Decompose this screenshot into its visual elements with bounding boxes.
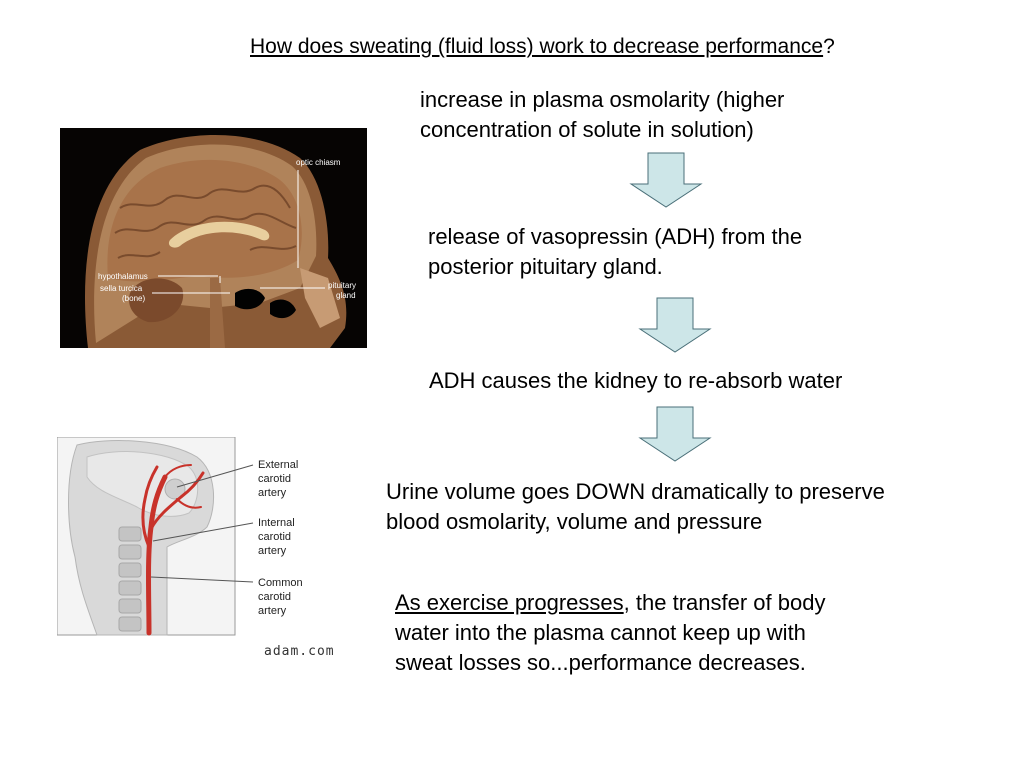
- label-common: Common: [258, 577, 303, 589]
- step-4-line-1: Urine volume goes DOWN dramatically to p…: [386, 479, 885, 504]
- step-1-line-1: increase in plasma osmolarity (higher: [420, 87, 785, 112]
- step-1-line-2: concentration of solute in solution): [420, 117, 754, 142]
- label-external: External: [258, 459, 298, 471]
- carotid-artery-image: External carotid artery Internal carotid…: [57, 437, 335, 659]
- label-sella-turcica: sella turcica: [100, 284, 143, 293]
- step-2-line-1: release of vasopressin (ADH) from the: [428, 224, 803, 249]
- label-external-artery: artery: [258, 487, 287, 499]
- label-hypothalamus: hypothalamus: [98, 272, 148, 281]
- adam-credit: adam.com: [264, 644, 335, 659]
- down-arrow-icon: [638, 406, 712, 462]
- conclusion-line-2: water into the plasma cannot keep up wit…: [395, 620, 806, 645]
- label-bone: (bone): [122, 294, 145, 303]
- step-2-text: release of vasopressin (ADH) from the po…: [428, 222, 802, 282]
- down-arrow-icon: [629, 152, 703, 208]
- label-common-carotid: carotid: [258, 591, 291, 603]
- label-gland: gland: [336, 291, 356, 300]
- label-internal: Internal: [258, 517, 295, 529]
- slide-title: How does sweating (fluid loss) work to d…: [250, 33, 835, 61]
- label-external-carotid: carotid: [258, 473, 291, 485]
- step-3-text: ADH causes the kidney to re-absorb water: [429, 366, 842, 396]
- label-common-artery: artery: [258, 605, 287, 617]
- step-1-text: increase in plasma osmolarity (higher co…: [420, 85, 784, 145]
- step-4-line-2: blood osmolarity, volume and pressure: [386, 509, 763, 534]
- brain-sagittal-image: optic chiasm hypothalamus sella turcica …: [60, 128, 367, 348]
- step-4-text: Urine volume goes DOWN dramatically to p…: [386, 477, 885, 537]
- conclusion-line-1: As exercise progresses, the transfer of …: [395, 588, 825, 618]
- conclusion-text: As exercise progresses, the transfer of …: [395, 588, 825, 678]
- label-pituitary: pituitary: [328, 281, 356, 290]
- down-arrow-icon: [638, 297, 712, 353]
- step-2-line-2: posterior pituitary gland.: [428, 254, 663, 279]
- label-internal-carotid: carotid: [258, 531, 291, 543]
- label-optic-chiasm: optic chiasm: [296, 158, 341, 167]
- conclusion-rest: , the transfer of body: [623, 590, 826, 615]
- conclusion-underlined: As exercise progresses: [395, 590, 624, 615]
- title-suffix: ?: [823, 35, 835, 58]
- label-internal-artery: artery: [258, 545, 287, 557]
- step-3-line-1: ADH causes the kidney to re-absorb water: [429, 368, 843, 393]
- title-text: How does sweating (fluid loss) work to d…: [250, 35, 824, 58]
- conclusion-line-3: sweat losses so...performance decreases.: [395, 650, 806, 675]
